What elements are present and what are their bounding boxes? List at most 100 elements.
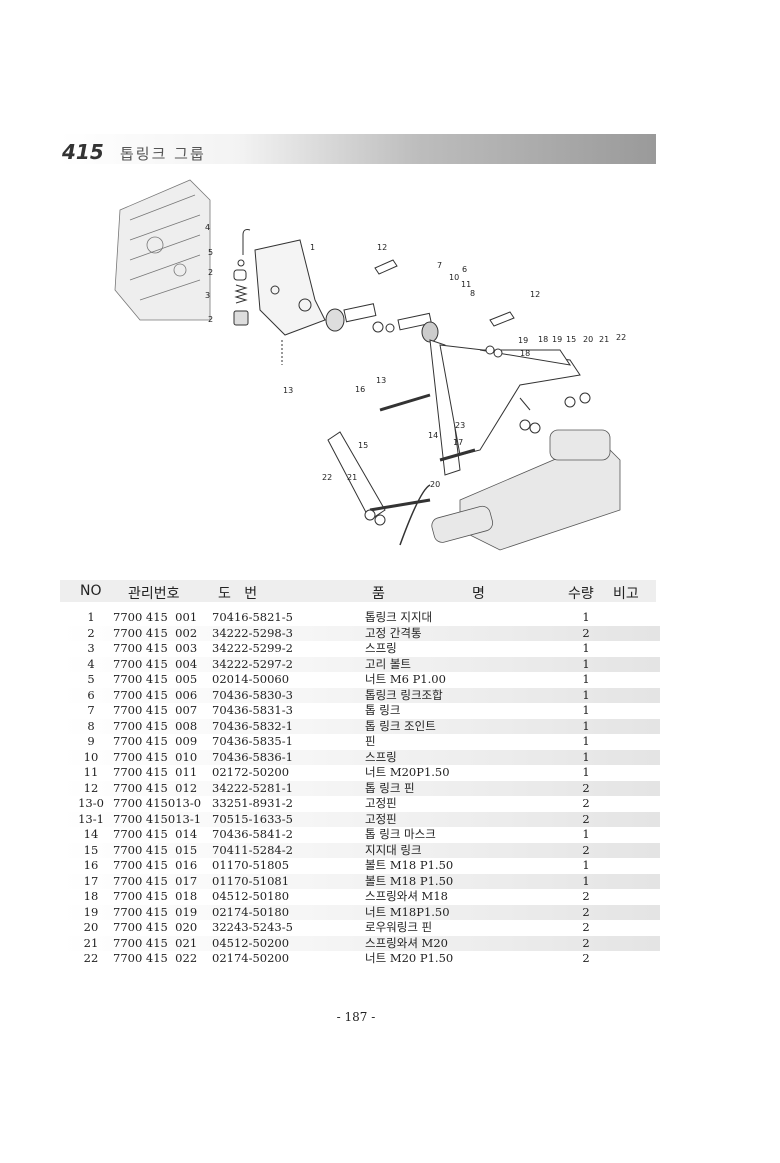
- part-no: 10: [83, 749, 99, 764]
- top-link-assembly: [325, 259, 515, 343]
- part-no: 1: [87, 610, 95, 624]
- management-no: 7700 415 001: [113, 610, 198, 624]
- drawing-no: 04512-50200: [212, 935, 290, 950]
- drawing-no: 34222-5299-2: [212, 641, 293, 655]
- quantity: 1: [582, 858, 590, 872]
- part-name: 너트 M20 P1.50: [365, 951, 454, 965]
- part-name: 톱 링크 핀: [365, 780, 415, 795]
- part-no: 11: [83, 765, 99, 779]
- drawing-no: 34222-5297-2: [212, 656, 293, 671]
- drawing-no: 70436-5841-2: [212, 827, 293, 841]
- management-no: 7700 415 020: [113, 920, 198, 934]
- drawing-no: 70436-5836-1: [212, 749, 293, 764]
- management-no: 7700 415 003: [113, 641, 198, 655]
- support-links: [327, 339, 591, 526]
- management-no: 7700 415013-1: [113, 811, 202, 826]
- management-no: 7700 415 019: [113, 904, 198, 919]
- part-no: 4: [87, 656, 95, 671]
- management-no: 7700 415 002: [113, 625, 198, 640]
- drawing-no: 01170-51805: [212, 858, 290, 872]
- quantity: 2: [582, 796, 590, 810]
- header-remarks: 비고: [613, 586, 639, 602]
- part-name: 톱 링크 마스크: [365, 827, 436, 841]
- callout-number: 7: [437, 261, 442, 270]
- section-title-bar: [60, 134, 656, 164]
- callout-number: 10: [449, 273, 459, 282]
- callout-number: 18: [538, 335, 548, 344]
- drawing-no: 70436-5835-1: [212, 734, 293, 748]
- management-no: 7700 415 010: [113, 749, 198, 764]
- quantity: 1: [582, 749, 590, 764]
- part-no: 13-1: [78, 811, 104, 826]
- part-name: 고정 간격통: [365, 625, 422, 640]
- drawing-no: 34222-5298-3: [212, 625, 293, 640]
- management-no: 7700 415 008: [113, 718, 198, 733]
- drawing-no: 70436-5830-3: [212, 687, 293, 702]
- management-no: 7700 415 016: [113, 858, 198, 872]
- header-no: NO: [80, 583, 102, 599]
- part-name: 고리 볼트: [365, 656, 411, 671]
- callout-number: 12: [377, 243, 387, 252]
- part-name: 톱 링크: [365, 703, 401, 717]
- header-drawing-no: 도 번: [218, 586, 258, 602]
- drawing-no: 70515-1633-5: [212, 811, 293, 826]
- callout-number: 2: [208, 315, 213, 324]
- part-name: 톱링크 링크조합: [365, 687, 443, 702]
- part-name: 너트 M20P1.50: [365, 765, 450, 779]
- management-no: 7700 415 015: [113, 842, 198, 857]
- page-number: - 187 -: [336, 1010, 376, 1024]
- part-no: 14: [83, 827, 99, 841]
- quantity: 1: [582, 656, 590, 671]
- drawing-no: 34222-5281-1: [212, 780, 293, 795]
- quantity: 2: [582, 811, 590, 826]
- quantity: 2: [582, 842, 590, 857]
- quantity: 2: [582, 951, 590, 965]
- callout-number: 18: [520, 349, 530, 358]
- callout-number: 21: [347, 473, 357, 482]
- callout-number: 13: [283, 386, 293, 395]
- header-name-1: 품: [372, 586, 385, 602]
- drawing-no: 70436-5832-1: [212, 718, 293, 733]
- part-name: 고정핀: [365, 811, 397, 826]
- callout-number: 8: [470, 289, 475, 298]
- part-name: 핀: [365, 734, 376, 748]
- quantity: 2: [582, 889, 590, 903]
- quantity: 2: [582, 920, 590, 934]
- callout-number: 19: [518, 336, 528, 345]
- part-name: 스프링와셔 M18: [365, 889, 448, 903]
- drawing-no: 70416-5821-5: [212, 610, 293, 624]
- part-no: 18: [83, 889, 99, 903]
- callout-number: 12: [530, 290, 540, 299]
- part-no: 5: [87, 672, 95, 686]
- engine-block-illustration: [114, 179, 211, 321]
- management-no: 7700 415 007: [113, 703, 198, 717]
- drawing-no: 02014-50060: [212, 672, 290, 686]
- callout-number: 15: [566, 335, 576, 344]
- management-no: 7700 415 012: [113, 780, 198, 795]
- management-no: 7700 415 004: [113, 656, 198, 671]
- management-no: 7700 415 011: [113, 765, 198, 779]
- part-name: 로우워링크 핀: [365, 920, 433, 934]
- part-no: 8: [87, 718, 95, 733]
- callout-number: 17: [453, 438, 463, 447]
- quantity: 2: [582, 935, 590, 950]
- callout-number: 13: [376, 376, 386, 385]
- part-no: 16: [83, 858, 99, 872]
- management-no: 7700 415 022: [113, 951, 198, 965]
- part-no: 7: [87, 703, 95, 717]
- callout-number: 16: [355, 385, 365, 394]
- callout-number: 11: [461, 280, 471, 289]
- callout-number: 14: [428, 431, 438, 440]
